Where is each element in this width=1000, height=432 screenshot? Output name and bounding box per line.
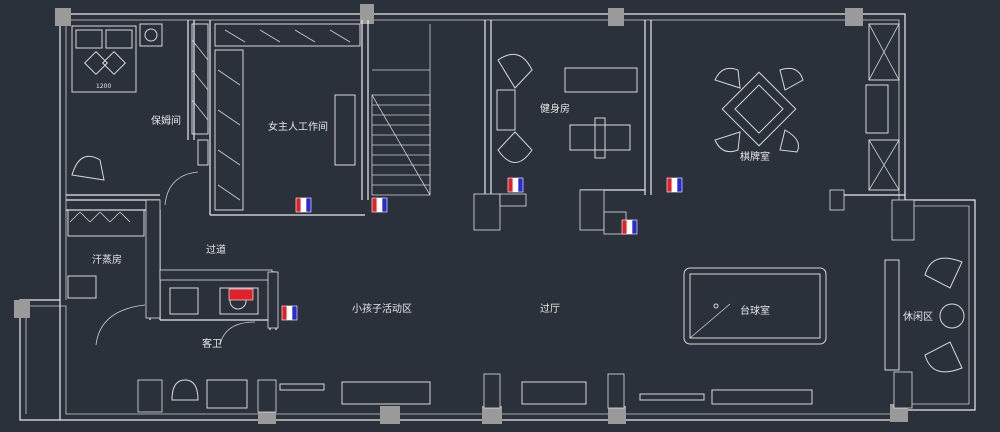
hvac-marker-2[interactable] [371,197,388,213]
hvac-marker-1[interactable] [295,197,312,213]
leisure-chairs [884,257,965,373]
label-leisure-area: 休闲区 [903,310,933,323]
nanny-door-frame [197,139,209,166]
gym-equipment [496,53,638,163]
hvac-marker-4[interactable] [666,177,683,193]
label-sauna-room: 汗蒸房 [92,253,122,266]
label-mahjong-room: 棋牌室 [740,150,770,163]
bed-dimension: 1200 [96,83,111,90]
nanny-armchair [71,155,105,181]
label-guest-bath: 客卫 [202,337,222,350]
wardrobes [191,23,361,211]
wall-cabinets [279,381,813,405]
label-billiard-room: 台球室 [740,304,770,317]
sauna-heater-marker[interactable] [228,288,254,301]
hvac-marker-6[interactable] [281,305,298,321]
label-nanny-room: 保姆间 [151,114,181,127]
stairs [371,94,431,196]
door-swing[interactable] [164,171,199,206]
hvac-marker-5[interactable] [621,219,638,235]
brick-walls [137,189,915,413]
billiard-table [683,267,827,345]
label-kids-activity: 小孩子活动区 [352,302,412,315]
bed [71,23,163,93]
sauna-door-swing[interactable] [95,304,146,346]
label-hall: 过厅 [540,302,560,315]
mahjong-shelves [865,23,900,191]
hvac-markers [228,177,683,321]
hvac-marker-3[interactable] [507,177,524,193]
label-gym: 健身房 [540,102,570,115]
bath-door-swing[interactable] [219,321,256,346]
sauna-benches [67,209,145,299]
label-hostess-workroom: 女主人工作间 [268,120,328,133]
mahjong-table [714,67,804,153]
label-passage: 过道 [206,243,226,256]
